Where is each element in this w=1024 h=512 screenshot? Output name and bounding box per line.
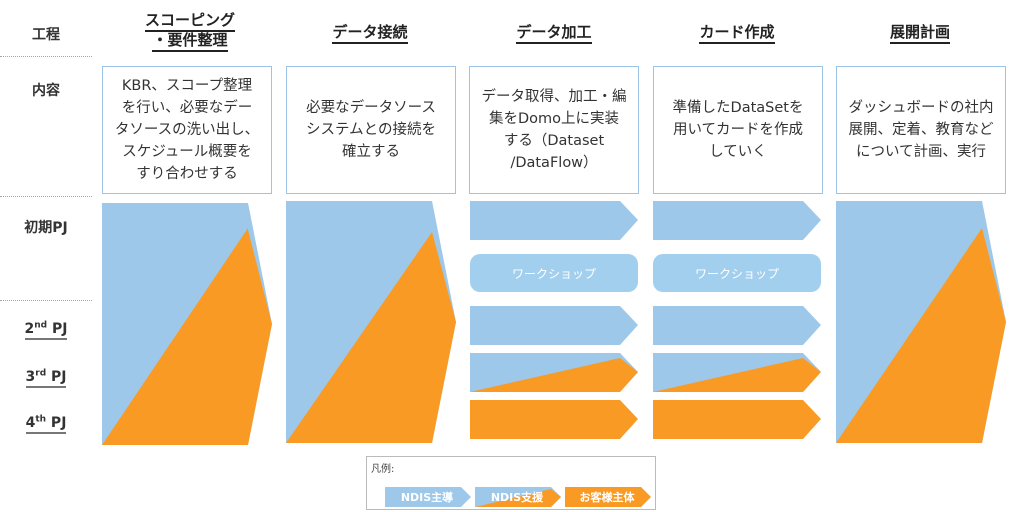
legend-arrows	[385, 487, 651, 507]
column-header-data-processing: データ加工	[474, 22, 634, 44]
customer-led-area	[102, 228, 272, 445]
column-title: 展開計画	[889, 23, 950, 44]
row-label-content: 内容	[32, 83, 60, 99]
row-separator	[0, 300, 92, 301]
legend-label-ndis-lead: NDIS主導	[400, 491, 454, 504]
arrow-4th-pj	[470, 400, 638, 439]
arrow-2nd-pj	[470, 306, 638, 345]
description-box-scoping: KBR、スコープ整理 を行い、必要なデー タソースの洗い出し、 スケジュール概要…	[102, 66, 272, 194]
phase-arrow-data-connection	[286, 201, 456, 443]
row-label-4th-pj: 4th PJ	[0, 414, 92, 434]
legend-arrow-ndis-lead	[385, 487, 471, 507]
column-title: データ加工	[516, 23, 592, 44]
description-box-data-connection: 必要なデータソース システムとの接続を 確立する	[286, 66, 456, 194]
customer-led-area	[286, 232, 456, 443]
customer-led-area	[836, 228, 1006, 443]
phase-arrows-data-processing	[470, 201, 638, 439]
column-title: スコーピング	[144, 11, 235, 32]
arrow-2nd-pj	[653, 306, 821, 345]
legend-title: 凡例:	[371, 464, 395, 475]
description-box-rollout-plan: ダッシュボードの社内 展開、定着、教育など について計画、実行	[836, 66, 1006, 194]
row-label-initial-pj: 初期PJ	[24, 220, 68, 236]
legend-arrow-customer-led	[565, 487, 651, 507]
legend-label-customer-led: お客様主体	[579, 491, 635, 504]
phase-arrow-rollout-plan	[836, 201, 1006, 443]
legend: 凡例: NDIS主導 NDIS支援 お客様主体	[366, 456, 656, 510]
arrow-4th-pj	[653, 400, 821, 439]
description-box-data-processing: データ取得、加工・編 集をDomo上に実装 する（Dataset /DataFl…	[469, 66, 639, 194]
workshop-pill: ワークショップ	[470, 254, 638, 292]
phase-arrows-card-creation	[653, 201, 821, 439]
column-title: データ接続	[332, 23, 408, 44]
column-header-rollout-plan: 展開計画	[840, 22, 1000, 44]
column-title: カード作成	[699, 23, 775, 44]
workshop-pill: ワークショップ	[653, 254, 821, 292]
description-box-card-creation: 準備したDataSetを 用いてカードを作成 していく	[653, 66, 823, 194]
row-label-3rd-pj: 3rd PJ	[0, 368, 92, 388]
row-separator	[0, 56, 92, 57]
arrow-initial-pj	[653, 201, 821, 240]
row-separator	[0, 196, 92, 197]
column-header-data-connection: データ接続	[290, 22, 450, 44]
row-label-process: 工程	[32, 27, 60, 43]
legend-label-ndis-support: NDIS支援	[490, 491, 544, 504]
row-label-2nd-pj: 2nd PJ	[0, 320, 92, 340]
legend-arrow-ndis-support-customer	[475, 489, 561, 507]
column-header-card-creation: カード作成	[657, 22, 817, 44]
column-title-line2: ・要件整理	[152, 31, 228, 52]
phase-arrow-scoping	[102, 203, 272, 445]
arrow-3rd-pj-customer	[470, 358, 638, 392]
arrow-initial-pj	[470, 201, 638, 240]
arrow-3rd-pj-customer	[653, 358, 821, 392]
column-header-scoping: スコーピング ・要件整理	[110, 10, 270, 52]
